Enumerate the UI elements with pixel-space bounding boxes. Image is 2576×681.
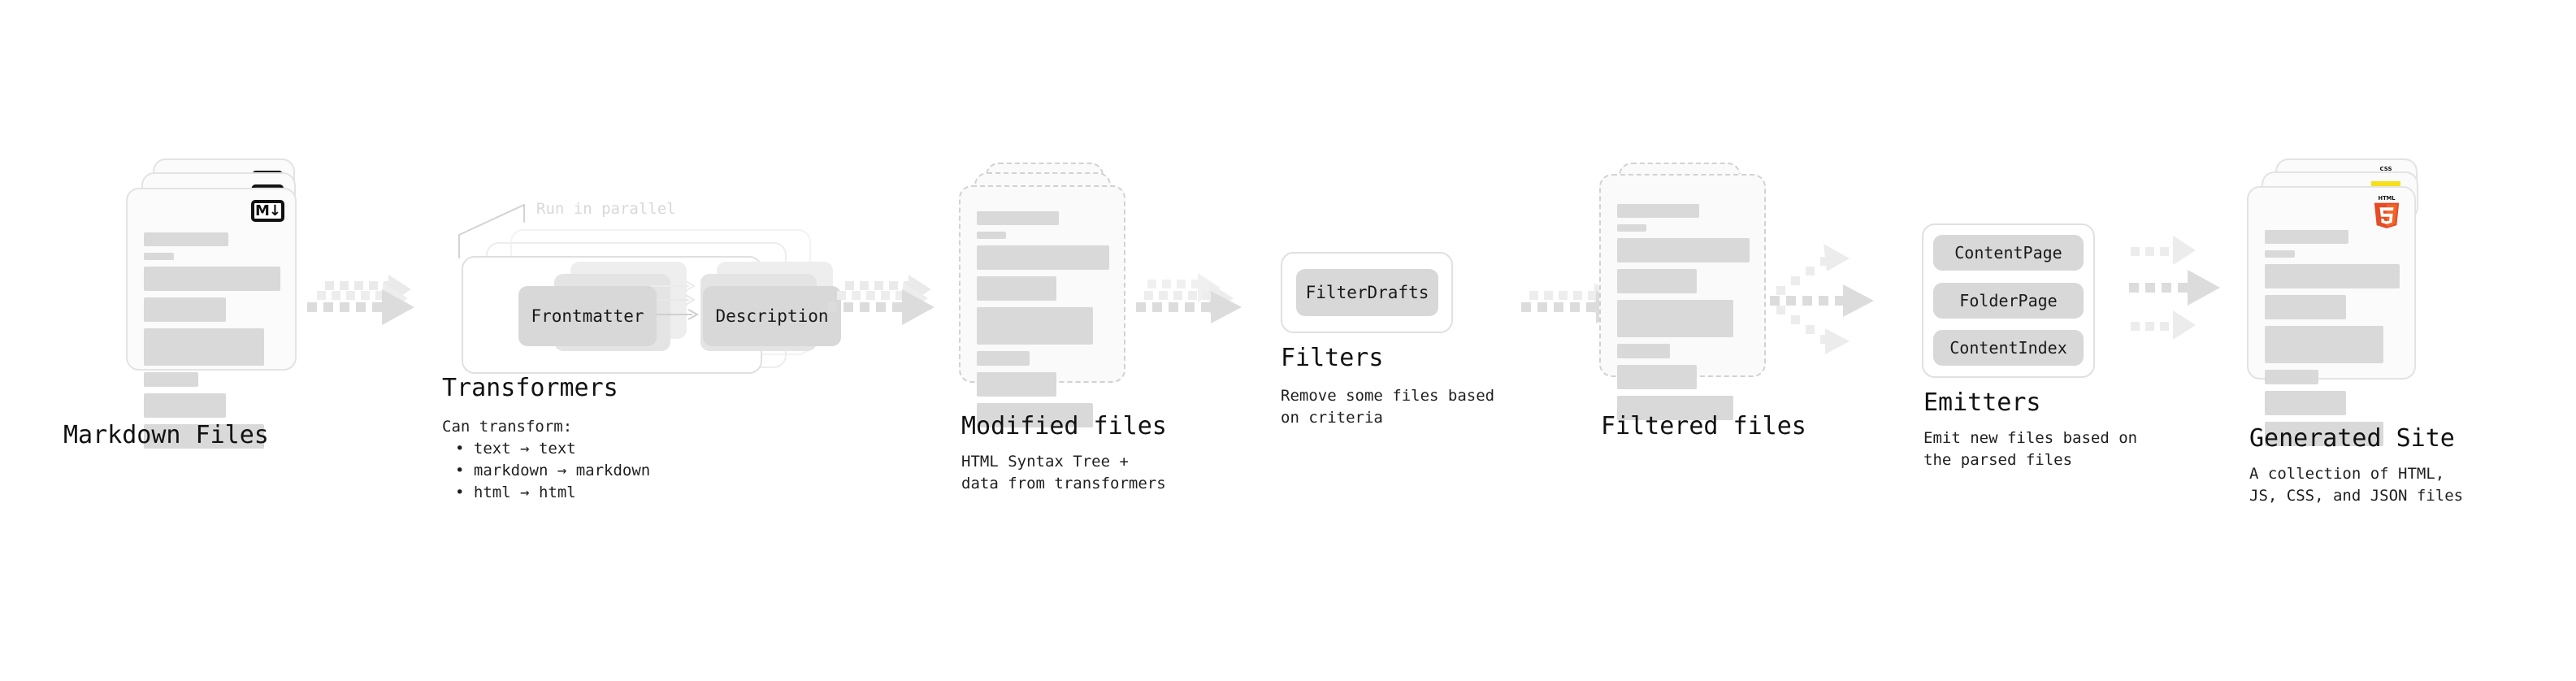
skeleton-bar <box>977 307 1094 345</box>
stage-transformers: Run in parallel x x x x Frontmatter D <box>442 195 841 501</box>
skeleton-bar <box>144 328 264 366</box>
stage-filters: FilterDrafts Filters Remove some files b… <box>1281 252 1508 496</box>
skeleton-bar <box>2265 250 2295 258</box>
run-in-parallel-label: Run in parallel <box>536 200 676 218</box>
file-skeleton-body <box>2265 230 2400 446</box>
stage-title-filters: Filters <box>1281 344 1384 372</box>
stage-title-generated-site: Generated Site <box>2249 424 2455 453</box>
connector-emitters-to-site <box>2129 234 2275 356</box>
markdown-card-stack: M↓ M↓ M↓ <box>126 158 313 449</box>
connector-transformers-to-modified <box>827 275 941 340</box>
file-skeleton-body <box>977 211 1109 427</box>
skeleton-bar <box>2265 264 2400 288</box>
connector-filtered-to-emitters <box>1770 244 1916 366</box>
skeleton-bar <box>2265 295 2346 319</box>
markdown-badge: M↓ <box>251 200 284 222</box>
filter-pill-filterdrafts[interactable]: FilterDrafts <box>1296 269 1438 316</box>
skeleton-bar <box>1617 365 1697 389</box>
transformer-pill-frontmatter[interactable]: Frontmatter <box>518 286 657 346</box>
skeleton-bar <box>1617 344 1671 358</box>
skeleton-bar <box>1617 300 1734 337</box>
connector-md-to-transformers <box>307 275 421 340</box>
file-skeleton-body <box>144 232 280 449</box>
stage-markdown-files: M↓ M↓ M↓ Markdown <box>63 158 313 449</box>
site-card-html: HTML <box>2247 186 2416 446</box>
skeleton-bar <box>977 232 1006 239</box>
skeleton-bar <box>144 372 199 387</box>
filtered-card-front <box>1599 174 1766 420</box>
html5-badge: HTML <box>2374 195 2400 228</box>
emitter-pill-folderpage[interactable]: FolderPage <box>1933 283 2084 319</box>
stage-generated-site: CSS HTML <box>2247 158 2463 505</box>
skeleton-bar <box>144 393 226 418</box>
file-skeleton-body <box>1617 204 1750 420</box>
stage-title-markdown-files: Markdown Files <box>63 421 269 449</box>
modified-card-stack <box>959 163 1146 427</box>
skeleton-bar <box>2265 391 2346 415</box>
skeleton-bar <box>977 351 1030 366</box>
emitter-pill-contentindex[interactable]: ContentIndex <box>1933 330 2084 366</box>
transformers-bullet-1: • markdown → markdown <box>455 462 651 479</box>
emitter-pill-contentpage[interactable]: ContentPage <box>1933 235 2084 271</box>
transformer-pill-description[interactable]: Description <box>703 286 841 346</box>
skeleton-bar <box>977 276 1056 301</box>
stage-modified-files: Modified files HTML Syntax Tree + data f… <box>959 163 1167 492</box>
stage-title-emitters: Emitters <box>1923 388 2041 417</box>
transformer-inner-arrows <box>650 280 700 320</box>
skeleton-bar <box>1617 269 1697 293</box>
skeleton-bar <box>977 372 1056 397</box>
modified-card-front <box>959 185 1125 427</box>
skeleton-bar <box>144 424 264 449</box>
css-badge-label: CSS <box>2379 166 2392 172</box>
transformers-subtitle: Can transform: <box>442 418 573 436</box>
skeleton-bar <box>1617 238 1750 262</box>
filtered-card-stack <box>1599 163 1786 420</box>
stage-title-filtered-files: Filtered files <box>1601 412 1806 440</box>
stage-title-transformers: Transformers <box>442 374 618 402</box>
skeleton-bar <box>2265 370 2319 384</box>
filters-subtitle: Remove some files based on criteria <box>1281 387 1495 427</box>
skeleton-bar <box>1617 224 1646 232</box>
skeleton-bar <box>1617 204 1700 218</box>
skeleton-bar <box>144 253 174 260</box>
skeleton-bar <box>1617 396 1734 420</box>
skeleton-bar <box>2265 230 2348 244</box>
generated-site-subtitle: A collection of HTML, JS, CSS, and JSON … <box>2249 465 2464 505</box>
skeleton-bar <box>2265 422 2384 446</box>
stage-title-modified-files: Modified files <box>961 412 1167 440</box>
modified-files-subtitle: HTML Syntax Tree + data from transformer… <box>961 453 1166 492</box>
skeleton-bar <box>977 211 1060 225</box>
stage-emitters: ContentPage FolderPage ContentIndex Emit… <box>1922 223 2166 469</box>
svg-text:HTML: HTML <box>2379 195 2396 202</box>
emitters-subtitle: Emit new files based on the parsed files <box>1923 429 2138 469</box>
skeleton-bar <box>2265 326 2384 363</box>
skeleton-bar <box>144 267 280 291</box>
site-card-stack: CSS HTML <box>2247 158 2450 446</box>
markdown-card-front: M↓ <box>126 188 297 449</box>
transformers-bullet-0: • text → text <box>455 440 576 458</box>
skeleton-bar <box>977 245 1109 270</box>
skeleton-bar <box>144 232 229 246</box>
run-in-parallel-bracket <box>458 204 525 258</box>
transformers-bullet-2: • html → html <box>455 484 576 501</box>
skeleton-bar <box>977 403 1094 427</box>
skeleton-bar <box>144 297 226 322</box>
stage-filtered-files: Filtered files <box>1599 163 1806 440</box>
connector-modified-to-filters <box>1136 273 1250 340</box>
